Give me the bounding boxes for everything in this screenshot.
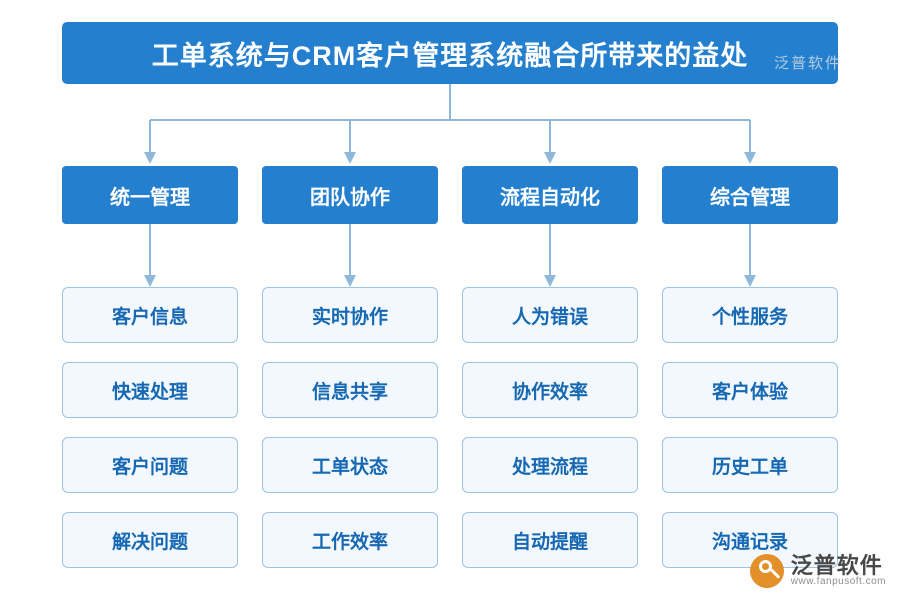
leaf-box-2-1: 实时协作 — [262, 287, 438, 343]
leaf-label-2-1: 实时协作 — [311, 306, 388, 328]
category-label-4: 综合管理 — [710, 186, 790, 209]
category-box-2: 团队协作 — [262, 166, 438, 224]
leaf-box-4-2: 客户体验 — [662, 362, 838, 418]
leaf-label-2-4: 工作效率 — [311, 531, 388, 553]
leaf-label-2-3: 工单状态 — [311, 456, 388, 478]
category-box-4: 综合管理 — [662, 166, 838, 224]
category-box-1: 统一管理 — [62, 166, 238, 224]
leaf-label-1-4: 解决问题 — [111, 531, 188, 553]
category-box-3: 流程自动化 — [462, 166, 638, 224]
leaf-label-4-1: 个性服务 — [711, 306, 788, 328]
leaf-label-4-3: 历史工单 — [711, 456, 788, 478]
category-label-2: 团队协作 — [310, 186, 390, 209]
leaf-label-1-1: 客户信息 — [111, 306, 188, 328]
page-title: 工单系统与CRM客户管理系统融合所带来的益处 — [151, 40, 749, 71]
leaf-label-3-1: 人为错误 — [511, 306, 588, 328]
category-label-3: 流程自动化 — [500, 186, 600, 209]
leaf-box-2-4: 工作效率 — [262, 512, 438, 568]
magnifier-icon — [749, 554, 784, 588]
leaf-box-4-1: 个性服务 — [662, 287, 838, 343]
leaf-label-3-4: 自动提醒 — [511, 531, 588, 553]
watermark-text-group: 泛普软件 www.fanpusoft.com — [791, 554, 886, 588]
leaf-box-3-2: 协作效率 — [462, 362, 638, 418]
watermark-top-text: 泛普软件 — [773, 55, 842, 72]
brand-name: 泛普软件 — [790, 553, 883, 579]
leaf-box-2-3: 工单状态 — [262, 437, 438, 493]
leaf-label-4-2: 客户体验 — [711, 381, 788, 403]
leaf-box-1-2: 快速处理 — [62, 362, 238, 418]
leaf-box-3-1: 人为错误 — [462, 287, 638, 343]
leaf-box-2-2: 信息共享 — [262, 362, 438, 418]
watermark-logo: 泛普软件 www.fanpusoft.com — [749, 554, 886, 588]
leaf-label-4-4: 沟通记录 — [711, 531, 788, 553]
leaf-box-3-4: 自动提醒 — [462, 512, 638, 568]
leaf-label-1-3: 客户问题 — [111, 456, 188, 478]
leaf-label-1-2: 快速处理 — [111, 381, 188, 403]
brand-url: www.fanpusoft.com — [790, 576, 886, 588]
diagram-title-box: 工单系统与CRM客户管理系统融合所带来的益处 — [62, 22, 838, 84]
leaf-box-1-3: 客户问题 — [62, 437, 238, 493]
leaf-box-1-1: 客户信息 — [62, 287, 238, 343]
leaf-label-2-2: 信息共享 — [311, 381, 388, 403]
leaf-label-3-2: 协作效率 — [511, 381, 588, 403]
leaf-box-4-3: 历史工单 — [662, 437, 838, 493]
leaf-box-1-4: 解决问题 — [62, 512, 238, 568]
leaf-box-3-3: 处理流程 — [462, 437, 638, 493]
category-label-1: 统一管理 — [110, 186, 190, 209]
leaf-label-3-3: 处理流程 — [511, 456, 588, 478]
